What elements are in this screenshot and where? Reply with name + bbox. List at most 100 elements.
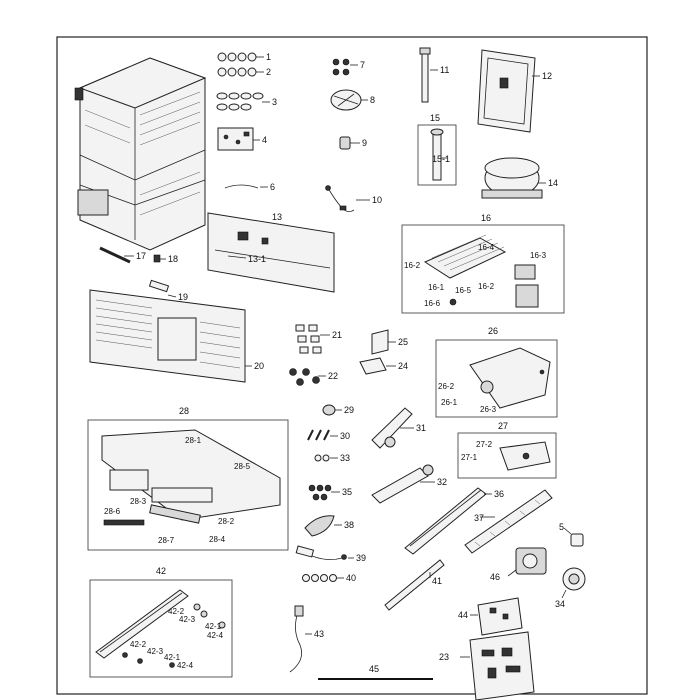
label-29: 29 [344,405,354,415]
cabinet-frame [74,57,207,251]
fitting-part-34 [561,567,586,599]
label-43: 43 [314,629,324,639]
label-11: 11 [440,65,449,75]
label-36: 36 [494,489,504,499]
label-22: 22 [328,371,338,381]
label-30: 30 [340,431,350,441]
label-27-2: 27-2 [476,440,493,449]
label-3: 3 [272,97,277,107]
label-16-3: 16-3 [530,251,547,260]
label-42-4a: 42-4 [207,631,224,640]
label-26-1: 26-1 [441,398,458,407]
rear-cover-part-20 [89,289,252,383]
pins-part-30 [307,429,338,441]
rail-part-36 [404,487,492,555]
label-2: 2 [266,67,271,77]
label-28-2: 28-2 [218,517,235,526]
bracket-part-24 [359,357,396,375]
label-16-5: 16-5 [455,286,472,295]
main-pcb-part-23 [460,631,535,700]
label-20: 20 [254,361,264,371]
label-42-2a: 42-2 [168,607,185,616]
label-23: 23 [439,652,449,662]
bolts-part-21 [295,324,330,354]
clips-part-1 [217,52,264,62]
label-10: 10 [372,195,382,205]
cable-part-43 [289,605,312,673]
cap-part-5 [563,527,584,547]
label-16-2a: 16-2 [404,261,421,270]
label-15-1: 15-1 [432,154,450,164]
label-44: 44 [458,610,468,620]
strip-part-41 [384,559,445,611]
hinge-part-32 [371,464,435,504]
hinge-bracket-part-27 [499,441,551,471]
cover-plate-part-12 [477,49,540,133]
label-28-1: 28-1 [185,436,202,445]
label-16-2b: 16-2 [478,282,495,291]
label-15: 15 [430,113,440,123]
label-37: 37 [474,513,484,523]
label-8: 8 [370,95,375,105]
label-42-2b: 42-2 [130,640,147,649]
screws-part-7 [332,58,358,76]
pcb-part-4 [217,127,260,151]
valve-part-46 [507,547,547,577]
part-26-group-box [435,339,558,418]
clips-part-3 [216,92,270,111]
label-5: 5 [559,522,564,532]
label-42-3b: 42-3 [147,647,164,656]
label-27-1: 27-1 [461,453,478,462]
sensor-part-10 [325,185,370,212]
diagram-border [56,36,648,695]
clip-part-18 [153,254,166,263]
plug-part-9 [339,136,360,150]
label-28: 28 [179,406,189,416]
fan-part-8 [330,89,368,111]
label-7: 7 [360,60,365,70]
handle-part-38 [304,515,342,537]
label-32: 32 [437,477,447,487]
label-13-1: 13-1 [248,254,266,264]
label-40: 40 [346,573,356,583]
label-42-1b: 42-1 [164,653,181,662]
label-42-4b: 42-4 [177,661,194,670]
duct-part-19 [148,279,177,298]
label-16-1: 16-1 [428,283,445,292]
label-28-3: 28-3 [130,497,147,506]
part-27-group-box [457,432,557,479]
label-42-1a: 42-1 [205,622,222,631]
label-17: 17 [136,251,146,261]
screws-part-22 [289,368,326,386]
label-35: 35 [342,487,352,497]
part-28-group-box [87,419,289,551]
label-24: 24 [398,361,408,371]
label-1: 1 [266,52,271,62]
screws-part-35 [308,484,340,501]
pins-part-33 [314,454,338,462]
label-42: 42 [156,566,166,576]
label-45: 45 [369,664,379,674]
clips-part-40 [302,574,344,582]
cable-part-39 [295,545,354,560]
label-27: 27 [498,421,508,431]
label-16: 16 [481,213,491,223]
label-26: 26 [488,326,498,336]
hinge-plate-part-26 [469,347,551,409]
label-41: 41 [432,576,442,586]
fasteners-part-42 [122,603,226,668]
label-28-6: 28-6 [104,507,121,516]
control-panel-part-13 [207,212,335,293]
label-46: 46 [490,572,500,582]
label-26-3: 26-3 [480,405,497,414]
rod-part-17 [99,246,134,264]
label-42-3a: 42-3 [179,615,196,624]
clips-part-2 [217,67,264,77]
label-16-6: 16-6 [424,299,441,308]
rail-part-37 [464,489,553,554]
label-16-4: 16-4 [478,243,495,252]
label-25: 25 [398,337,408,347]
label-4: 4 [262,135,267,145]
label-28-4: 28-4 [209,535,226,544]
